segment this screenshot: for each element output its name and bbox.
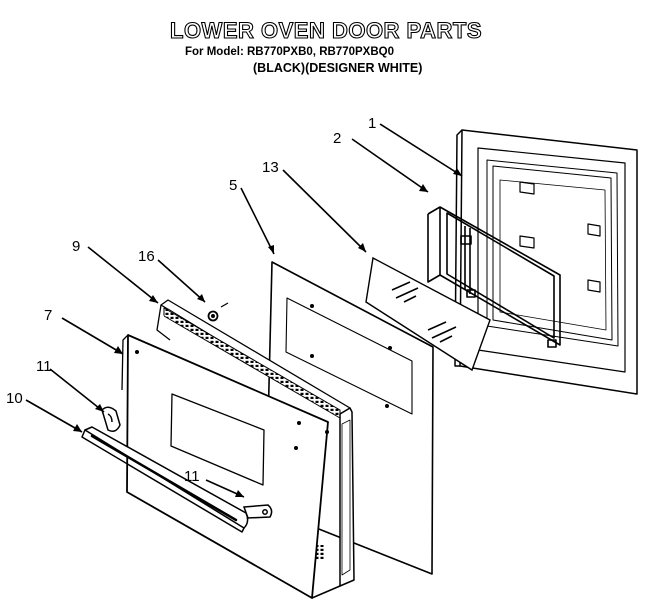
handle-end-cap-lower [242, 504, 273, 519]
screw [207, 302, 229, 322]
insulation-frame [156, 299, 355, 587]
callout-11-lower: 11 [184, 468, 200, 485]
inner-door-liner [454, 129, 638, 395]
model-numbers: For Model: RB770PXB0, RB770PXBQ0 [185, 46, 394, 58]
callout-7: 7 [44, 307, 52, 324]
callout-1: 1 [368, 115, 376, 132]
color-variants: (BLACK)(DESIGNER WHITE) [253, 61, 423, 75]
door-rack [427, 206, 561, 348]
callout-5: 5 [229, 177, 237, 194]
diagram-title: LOWER OVEN DOOR PARTS [169, 17, 482, 43]
leader-arrowheads [73, 168, 462, 497]
callout-16: 16 [138, 248, 155, 265]
callout-10: 10 [6, 390, 23, 407]
door-glass [365, 256, 491, 372]
callout-9: 9 [72, 238, 80, 255]
handle-end-cap-upper [101, 406, 121, 432]
callout-11-upper: 11 [36, 358, 52, 375]
callout-2: 2 [333, 130, 341, 147]
leader-lines [25, 123, 463, 498]
outer-door-panel [121, 334, 341, 599]
callout-13: 13 [262, 159, 279, 176]
